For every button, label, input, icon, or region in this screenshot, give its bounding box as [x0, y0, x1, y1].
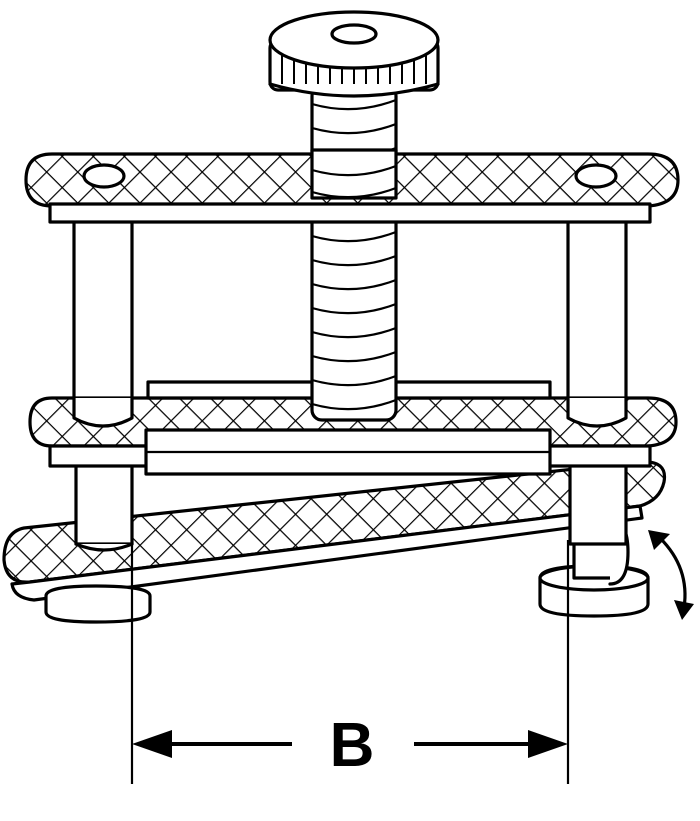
- top-plate: [24, 148, 680, 224]
- knurled-knob: [268, 10, 440, 98]
- tilted-plate: [2, 460, 667, 602]
- threaded-rod: [310, 84, 398, 422]
- curved-arrow-icon: [648, 530, 694, 620]
- right-arrowhead-icon: [528, 730, 568, 758]
- left-foot: [44, 584, 152, 624]
- right-post: [566, 218, 628, 546]
- left-hole: [82, 163, 126, 189]
- dimension-label: B: [330, 711, 375, 780]
- left-post: [72, 218, 134, 552]
- dimension-b: B: [130, 540, 570, 784]
- right-hole: [574, 163, 618, 189]
- left-arrowhead-icon: [132, 730, 172, 758]
